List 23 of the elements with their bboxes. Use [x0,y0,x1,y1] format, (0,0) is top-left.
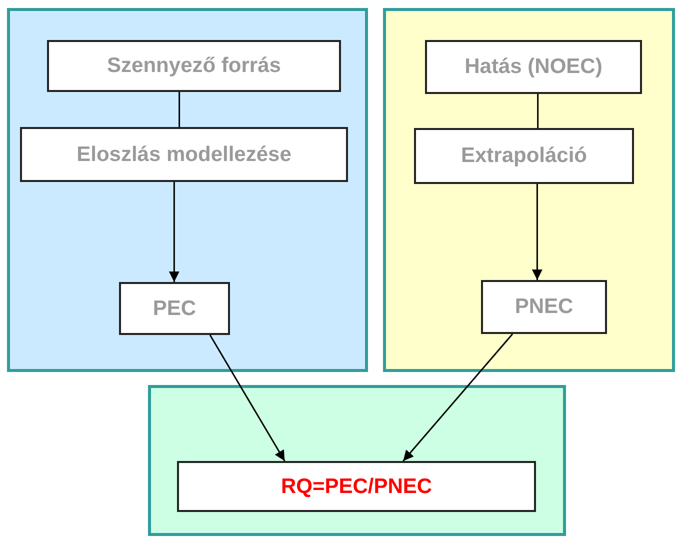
process-box [177,461,536,512]
box-label: RQ=PEC/PNEC [280,474,432,498]
arrow [168,182,180,282]
box-label: PNEC [514,295,574,319]
process-box [119,282,230,335]
process-box [20,127,348,182]
connector-line [178,92,180,127]
process-box [414,128,634,184]
arrow [402,334,514,462]
panel [148,385,566,536]
box-label: Eloszlás modellezése [76,142,292,166]
arrow [532,184,542,280]
connector-line [537,94,539,128]
process-box [481,280,607,334]
box-label: Szennyező forrás [107,54,281,78]
panel [7,8,368,372]
box-label: PEC [152,296,196,320]
process-box [425,40,642,94]
panel [383,8,675,372]
process-box [47,40,341,92]
box-label: Extrapoláció [460,144,588,168]
arrow [209,334,286,462]
box-label: Hatás (NOEC) [464,55,602,79]
